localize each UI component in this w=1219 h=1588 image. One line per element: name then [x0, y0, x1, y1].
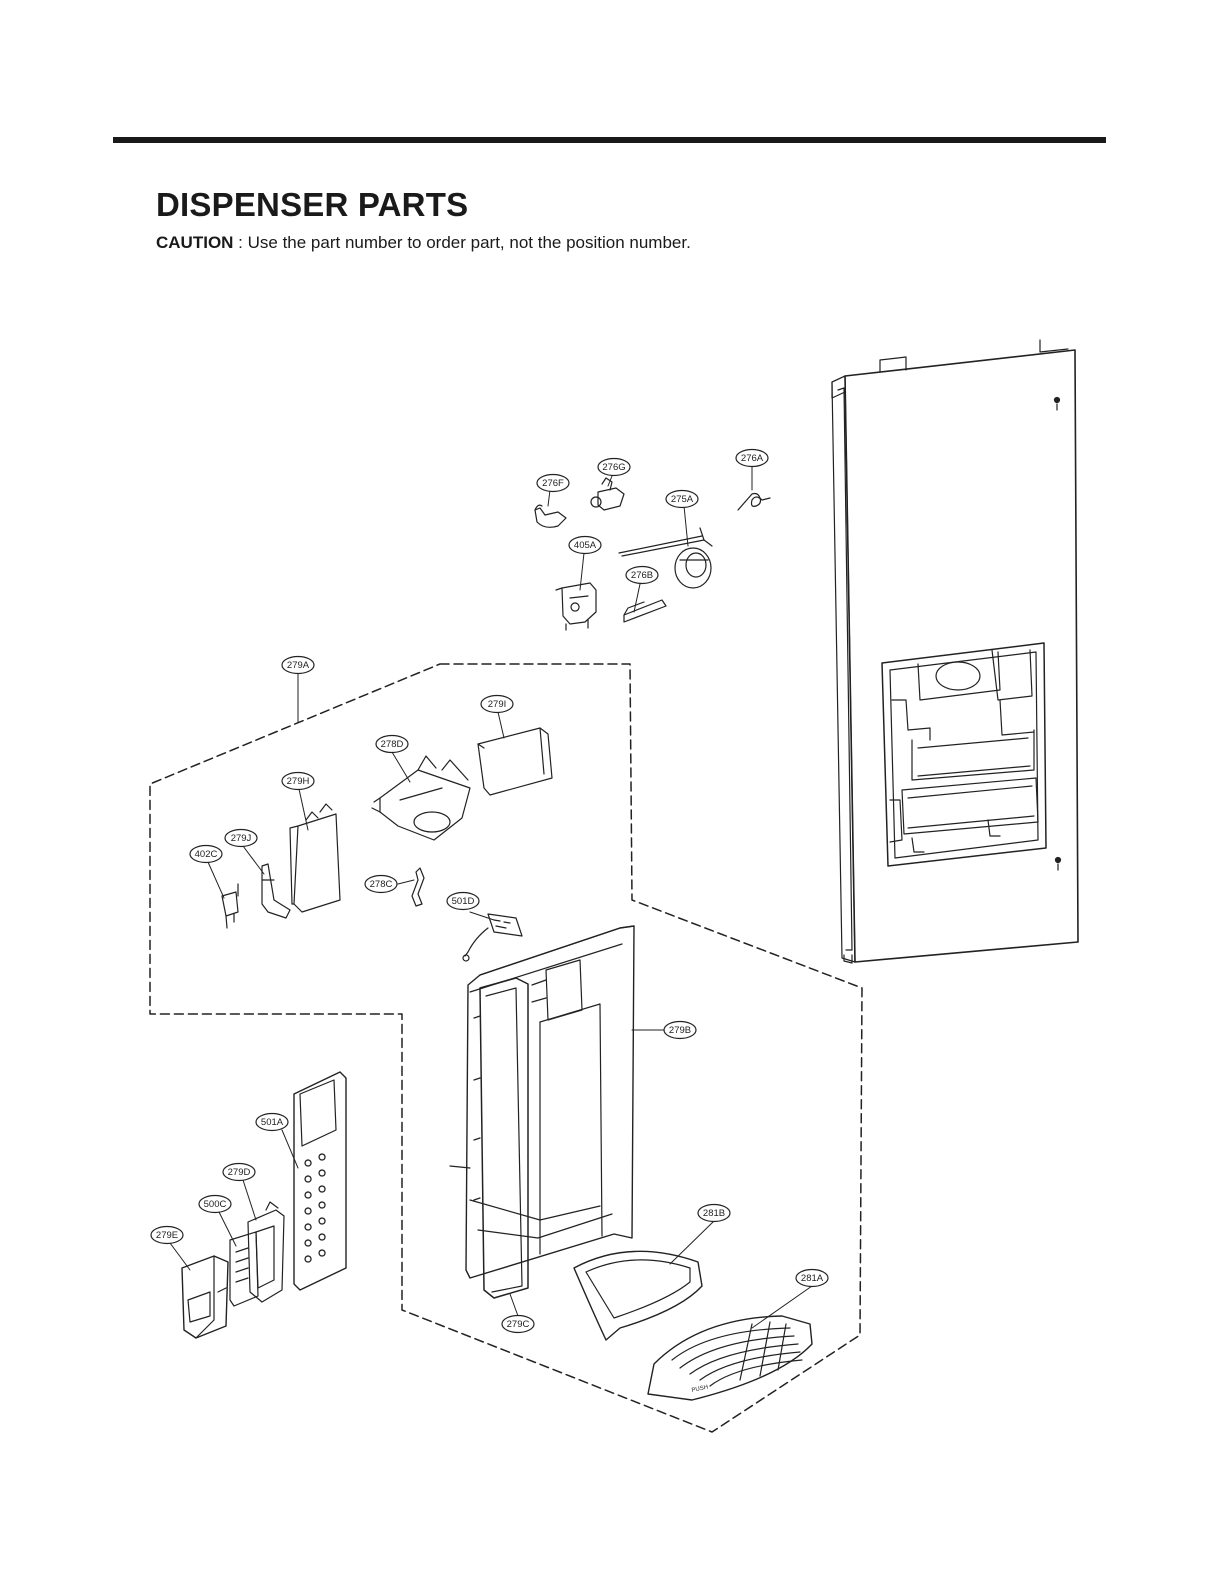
callout-276G: 276G: [597, 457, 631, 477]
caution-note: CAUTION : Use the part number to order p…: [156, 233, 691, 253]
callout-279C: 279C: [501, 1314, 535, 1334]
page-title: DISPENSER PARTS: [156, 186, 469, 223]
label-500C: 500C: [204, 1199, 227, 1210]
label-279A: 279A: [287, 660, 310, 671]
tray-281B: [573, 1250, 703, 1341]
callouts: 276A 276G 276F 275A 405A 276B 279A 279I …: [150, 448, 829, 1334]
callout-402C: 402C: [189, 844, 223, 864]
callout-276B: 276B: [625, 565, 659, 585]
label-405A: 405A: [574, 540, 597, 551]
callout-281B: 281B: [697, 1203, 731, 1223]
group-279A-outline: [149, 663, 863, 1433]
leader-lines: [169, 465, 813, 1329]
label-278D: 278D: [381, 739, 404, 750]
label-279H: 279H: [287, 776, 310, 787]
label-276B: 276B: [631, 570, 653, 581]
panel-279C: [479, 977, 529, 1299]
label-276G: 276G: [602, 462, 625, 473]
callout-279D: 279D: [222, 1162, 256, 1182]
callout-405A: 405A: [568, 535, 602, 555]
label-275A: 275A: [671, 494, 694, 505]
callout-500C: 500C: [198, 1194, 232, 1214]
callout-281A: 281A: [795, 1268, 829, 1288]
label-279I: 279I: [488, 699, 507, 710]
callout-279A: 279A: [281, 655, 315, 675]
callout-279H: 279H: [281, 771, 315, 791]
callout-278C: 278C: [364, 874, 398, 894]
label-279B: 279B: [669, 1025, 691, 1036]
group-parts: [221, 727, 553, 962]
label-402C: 402C: [195, 849, 218, 860]
label-281A: 281A: [801, 1273, 824, 1284]
callout-278D: 278D: [375, 734, 409, 754]
callout-279B: 279B: [663, 1020, 697, 1040]
callout-279J: 279J: [224, 828, 258, 848]
label-279E: 279E: [156, 1230, 178, 1241]
caution-label: CAUTION: [156, 233, 234, 252]
callout-501A: 501A: [255, 1112, 289, 1132]
label-501A: 501A: [261, 1117, 284, 1128]
header-rule: [113, 137, 1106, 143]
label-281B: 281B: [703, 1208, 725, 1219]
label-276F: 276F: [542, 478, 564, 489]
housing-279B: [449, 925, 635, 1279]
door-assembly: [831, 339, 1079, 964]
callout-501D: 501D: [446, 891, 480, 911]
label-278C: 278C: [370, 879, 393, 890]
label-279J: 279J: [231, 833, 252, 844]
callout-279I: 279I: [480, 694, 514, 714]
label-279C: 279C: [507, 1319, 530, 1330]
caution-text: : Use the part number to order part, not…: [233, 233, 691, 252]
label-279D: 279D: [228, 1167, 251, 1178]
callout-275A: 275A: [665, 489, 699, 509]
label-501D: 501D: [452, 896, 475, 907]
grille-281A: PUSH: [647, 1315, 813, 1401]
callout-276F: 276F: [536, 473, 570, 493]
callout-276A: 276A: [735, 448, 769, 468]
small-parts: [534, 477, 771, 631]
drip-tray-push-text: PUSH: [691, 1385, 709, 1394]
callout-279E: 279E: [150, 1225, 184, 1245]
control-parts: [181, 1071, 347, 1339]
label-276A: 276A: [741, 453, 764, 464]
